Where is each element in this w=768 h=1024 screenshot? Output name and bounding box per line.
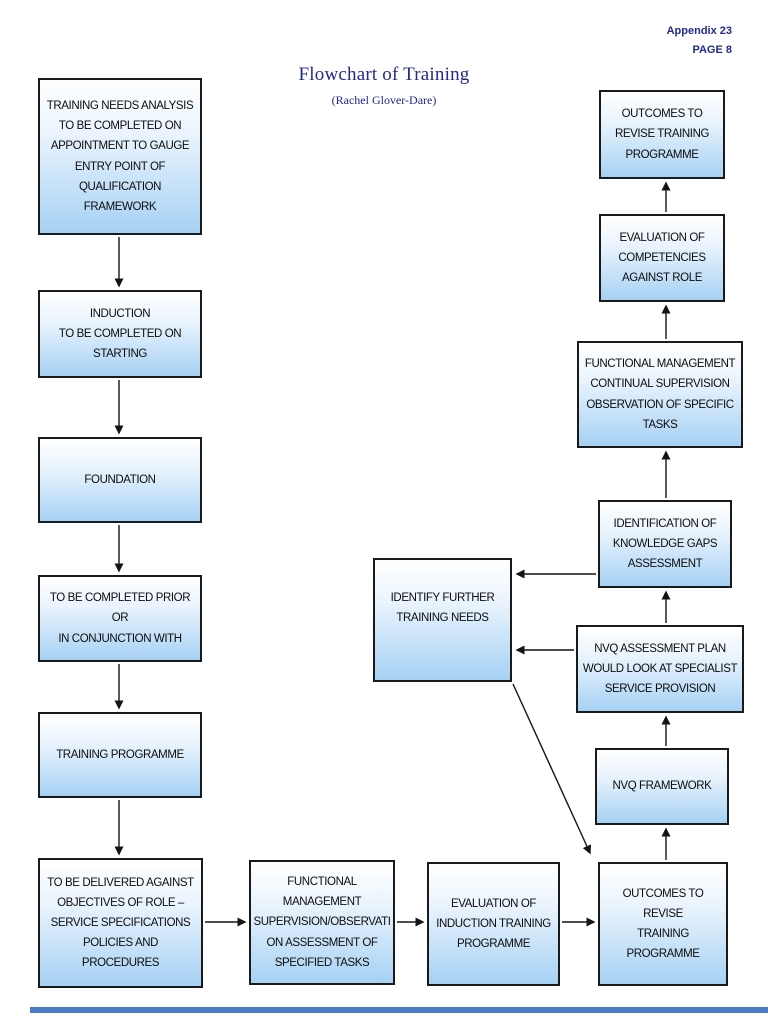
flow-box-outcomes-revise-bottom: OUTCOMES TO REVISE TRAINING PROGRAMME <box>598 862 728 986</box>
appendix-number: Appendix 23 <box>666 25 732 37</box>
flow-box-functional-management-continual: FUNCTIONAL MANAGEMENT CONTINUAL SUPERVIS… <box>577 341 743 448</box>
flow-box-evaluation-competencies: EVALUATION OF COMPETENCIES AGAINST ROLE <box>599 214 725 302</box>
flow-box-completed-prior: TO BE COMPLETED PRIOR OR IN CONJUNCTION … <box>38 575 202 662</box>
flow-box-identification-knowledge-gaps: IDENTIFICATION OF KNOWLEDGE GAPS ASSESSM… <box>598 500 732 588</box>
flow-box-training-needs-analysis: TRAINING NEEDS ANALYSIS TO BE COMPLETED … <box>38 78 202 235</box>
page-title: Flowchart of Training <box>298 64 470 85</box>
appendix-label: Appendix 23 PAGE 8 <box>667 22 732 59</box>
page-number: PAGE 8 <box>692 43 732 56</box>
page-subtitle: (Rachel Glover-Dare) <box>331 93 437 107</box>
flow-box-nvq-framework: NVQ FRAMEWORK <box>595 748 729 825</box>
flow-box-evaluation-induction-training: EVALUATION OF INDUCTION TRAINING PROGRAM… <box>427 862 560 986</box>
flow-box-foundation: FOUNDATION <box>38 437 202 523</box>
flow-box-delivered-against-objectives: TO BE DELIVERED AGAINST OBJECTIVES OF RO… <box>38 858 203 988</box>
flow-box-outcomes-revise-top: OUTCOMES TO REVISE TRAINING PROGRAMME <box>599 90 725 179</box>
flow-box-induction: INDUCTION TO BE COMPLETED ON STARTING <box>38 290 202 378</box>
flow-box-training-programme: TRAINING PROGRAMME <box>38 712 202 798</box>
flow-box-nvq-assessment-plan: NVQ ASSESSMENT PLAN WOULD LOOK AT SPECIA… <box>576 625 744 713</box>
flow-box-identify-further-training-needs: IDENTIFY FURTHER TRAINING NEEDS <box>373 558 512 682</box>
bottom-border-bar <box>30 1007 768 1013</box>
flow-box-functional-management-supervision: FUNCTIONAL MANAGEMENT SUPERVISION/OBSERV… <box>249 860 395 985</box>
